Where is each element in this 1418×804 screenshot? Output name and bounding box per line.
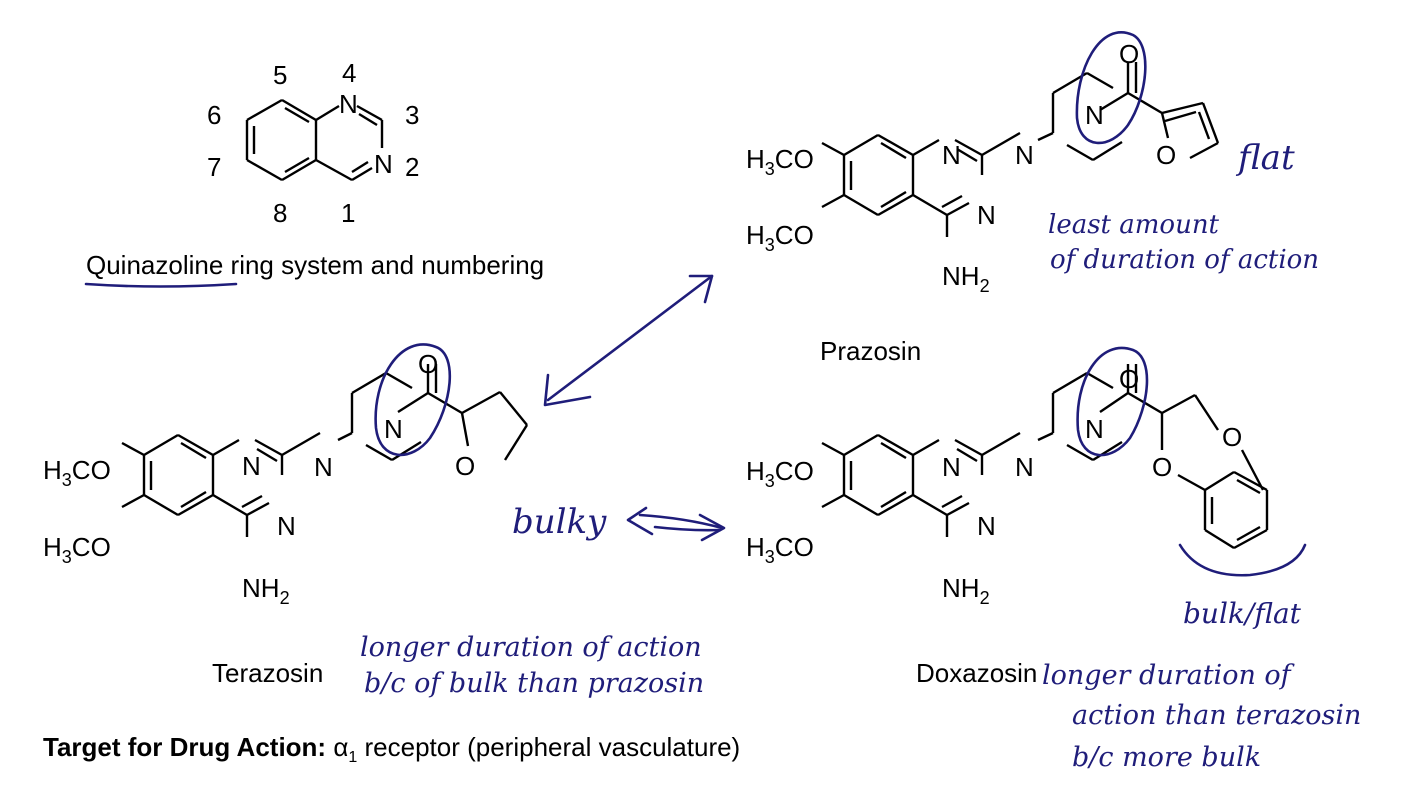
arrow-head	[688, 274, 714, 304]
atom-n: N	[277, 511, 296, 541]
position-number: 3	[405, 100, 419, 130]
amino-group: NH2	[942, 573, 990, 608]
atom-o: O	[1156, 140, 1176, 170]
note-terazosin-line2: b/c of bulk than prazosin	[364, 668, 705, 699]
atom-n: N	[374, 149, 393, 179]
amino-group: NH2	[942, 261, 990, 296]
note-doxazosin-line1: longer duration of	[1042, 660, 1291, 691]
atom-o: O	[1119, 364, 1139, 394]
target-label: Target for Drug Action:	[43, 732, 327, 762]
arrow-mark	[653, 525, 722, 532]
atom-n: N	[977, 200, 996, 230]
atom-n: N	[339, 89, 358, 119]
prazosin-structure	[820, 62, 1220, 239]
arrow-mark	[546, 274, 714, 402]
atom-n: N	[314, 452, 333, 482]
position-number: 1	[341, 198, 355, 228]
arrow-head	[543, 373, 592, 407]
atom-n: N	[942, 140, 961, 170]
doxazosin-atoms: N N O O O N N H3CO H3CO NH2	[746, 364, 1242, 608]
note-bulk-flat: bulk/flat	[1183, 597, 1301, 630]
amino-group: NH2	[242, 573, 290, 608]
note-doxazosin-line2: action than terazosin	[1072, 700, 1362, 731]
circle-mark	[1075, 31, 1147, 145]
note-bulky: bulky	[512, 502, 607, 542]
atom-o: O	[455, 451, 475, 481]
terazosin-structure	[120, 364, 529, 539]
position-number: 8	[273, 198, 287, 228]
methoxy-group: H3CO	[746, 532, 814, 567]
position-number: 7	[207, 152, 221, 182]
quinazoline-numbering: 5 4 6 3 7 2 8 1	[207, 58, 419, 228]
methoxy-group: H3CO	[43, 532, 111, 567]
note-least-line2: of duration of action	[1050, 245, 1320, 275]
underline-mark	[84, 282, 238, 288]
note-flat: flat	[1238, 138, 1295, 178]
circle-mark	[374, 343, 452, 457]
position-number: 6	[207, 100, 221, 130]
arrow-head	[626, 506, 654, 536]
atom-n: N	[1085, 414, 1104, 444]
target-statement: Target for Drug Action: α1 receptor (per…	[43, 732, 740, 767]
atom-n: N	[384, 414, 403, 444]
drug-name-doxazosin: Doxazosin	[916, 658, 1037, 688]
methoxy-group: H3CO	[43, 455, 111, 490]
note-doxazosin-line3: b/c more bulk	[1072, 742, 1262, 773]
position-number: 2	[405, 152, 419, 182]
quinazoline-caption: Quinazoline ring system and numbering	[86, 250, 544, 280]
atom-n: N	[942, 452, 961, 482]
atom-n: N	[1015, 140, 1034, 170]
annotation-strokes	[84, 31, 1307, 577]
receptor-symbol: α1	[333, 732, 358, 767]
methoxy-group: H3CO	[746, 456, 814, 491]
prazosin-atoms: N N O O N N H3CO H3CO NH2	[746, 39, 1176, 296]
position-number: 5	[273, 60, 287, 90]
atom-n: N	[1015, 452, 1034, 482]
note-terazosin-line1: longer duration of action	[360, 632, 702, 663]
arrow-head	[698, 513, 726, 542]
methoxy-group: H3CO	[746, 144, 814, 179]
atom-o: O	[1119, 39, 1139, 69]
atom-o: O	[1222, 422, 1242, 452]
circle-mark	[1076, 346, 1149, 457]
atom-n: N	[1085, 100, 1104, 130]
quinazoline-structure	[245, 98, 384, 182]
arrow-mark	[638, 513, 724, 530]
brace-mark	[1178, 543, 1307, 577]
drug-name-prazosin: Prazosin	[820, 336, 921, 366]
atom-o: O	[418, 349, 438, 379]
note-least-line1: least amount	[1048, 210, 1220, 240]
position-number: 4	[342, 58, 356, 88]
terazosin-atoms: N N O O N N H3CO H3CO NH2	[43, 349, 475, 608]
receptor-description: receptor (peripheral vasculature)	[357, 732, 741, 762]
atom-o: O	[1152, 452, 1172, 482]
atom-n: N	[242, 451, 261, 481]
drug-name-terazosin: Terazosin	[212, 658, 323, 688]
atom-n: N	[977, 511, 996, 541]
quinazoline-atoms: N N	[339, 89, 393, 179]
methoxy-group: H3CO	[746, 220, 814, 255]
doxazosin-structure	[820, 364, 1269, 550]
